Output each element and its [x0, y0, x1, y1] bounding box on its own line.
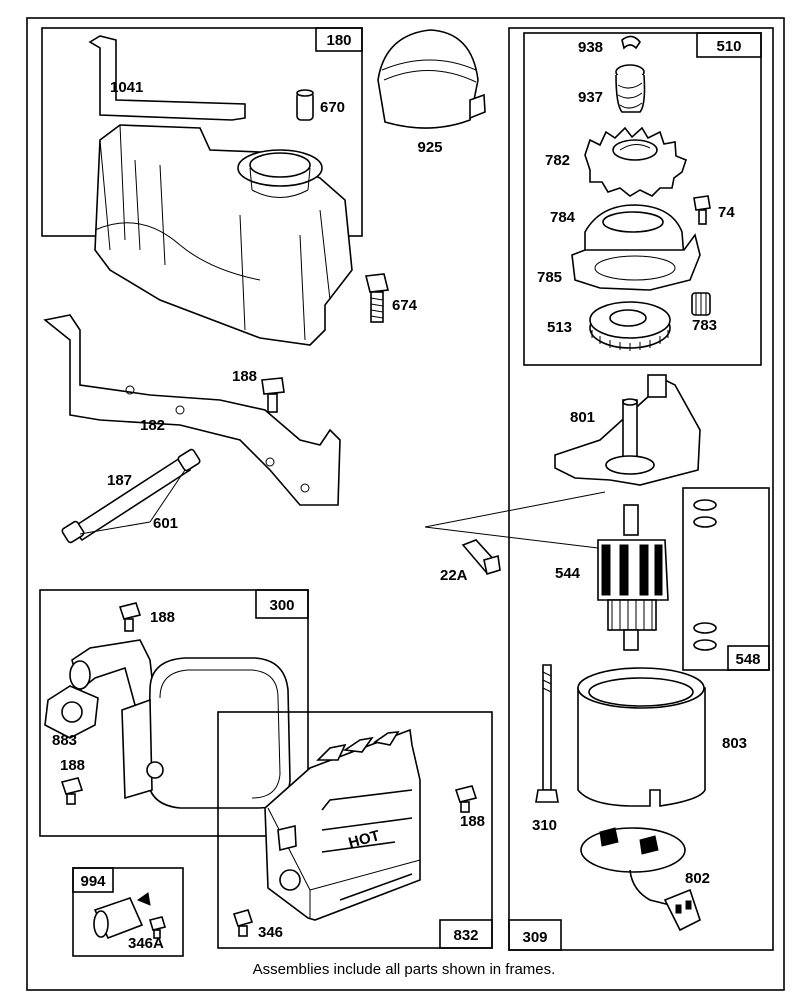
label-187: 187	[107, 472, 132, 489]
label-346a: 346A	[128, 935, 164, 952]
gasket-785	[571, 233, 701, 291]
spring-937	[615, 64, 646, 113]
screw-188-muffler-lower	[60, 777, 84, 805]
frame-label-300: 300	[269, 597, 294, 614]
frame-832: 832	[217, 711, 493, 949]
label-674: 674	[392, 297, 418, 314]
label-22a: 22A	[440, 567, 468, 584]
label-182: 182	[140, 417, 165, 434]
label-188-muffler-lower: 188	[60, 757, 85, 774]
outer-border	[26, 17, 785, 991]
cover-784	[584, 204, 685, 259]
screw-346	[232, 909, 254, 937]
tank-bracket-1041	[88, 35, 246, 121]
label-937: 937	[578, 89, 603, 106]
label-74: 74	[718, 204, 735, 221]
armature-544	[597, 504, 669, 651]
end-cap-801	[554, 374, 701, 486]
grommet-670	[296, 89, 314, 121]
heat-shield: HOT	[264, 728, 421, 921]
label-310: 310	[532, 817, 557, 834]
label-346: 346	[258, 924, 283, 941]
fuel-tank	[94, 124, 353, 346]
caption: Assemblies include all parts shown in fr…	[253, 961, 556, 978]
through-bolt-310	[535, 664, 559, 803]
label-938: 938	[578, 39, 603, 56]
frame-994: 994	[72, 867, 184, 957]
screw-188-shield	[454, 785, 478, 813]
screw-74	[693, 195, 711, 225]
fuel-line-187	[61, 448, 201, 544]
frame-label-309: 309	[522, 929, 547, 946]
screw-188-top	[261, 377, 285, 413]
frame-label-994: 994	[80, 873, 106, 890]
label-601: 601	[153, 515, 178, 532]
frame-548: 548	[682, 487, 770, 671]
ring-gear-513	[589, 301, 671, 351]
label-925: 925	[417, 139, 442, 156]
screw-346a	[148, 916, 167, 939]
frame-label-510: 510	[716, 38, 741, 55]
frame-309: 309	[508, 27, 774, 951]
pinion-783	[691, 292, 711, 316]
label-782: 782	[545, 152, 570, 169]
frame-label-180: 180	[326, 32, 351, 49]
frame-300: 300	[39, 589, 309, 837]
label-1041: 1041	[110, 79, 143, 96]
muffler	[121, 657, 291, 809]
gasket-883	[44, 685, 99, 739]
leader-22a	[424, 491, 606, 549]
tank-mount-bracket-182	[43, 314, 341, 506]
screw-22a	[461, 539, 501, 576]
label-783: 783	[692, 317, 717, 334]
label-513: 513	[547, 319, 572, 336]
label-544: 544	[555, 565, 581, 582]
label-883: 883	[52, 732, 77, 749]
label-803: 803	[722, 735, 747, 752]
spark-arrester-994	[93, 892, 151, 940]
label-785: 785	[537, 269, 562, 286]
housing-803	[577, 667, 706, 807]
fuel-cap-925	[377, 29, 486, 129]
label-188-muffler: 188	[150, 609, 175, 626]
leader-601	[79, 469, 186, 535]
label-784: 784	[550, 209, 576, 226]
gear-782	[584, 126, 687, 197]
label-670: 670	[320, 99, 345, 116]
brush-plate-802	[580, 827, 701, 932]
frame-label-548: 548	[735, 651, 760, 668]
bolt-674	[365, 273, 389, 323]
label-188-top: 188	[232, 368, 257, 385]
frame-label-832: 832	[453, 927, 478, 944]
label-801: 801	[570, 409, 595, 426]
clip-938	[621, 35, 641, 50]
screw-188-muffler	[118, 602, 142, 632]
label-802: 802	[685, 870, 710, 887]
frame-510: 510	[523, 32, 762, 366]
label-188-shield: 188	[460, 813, 485, 830]
